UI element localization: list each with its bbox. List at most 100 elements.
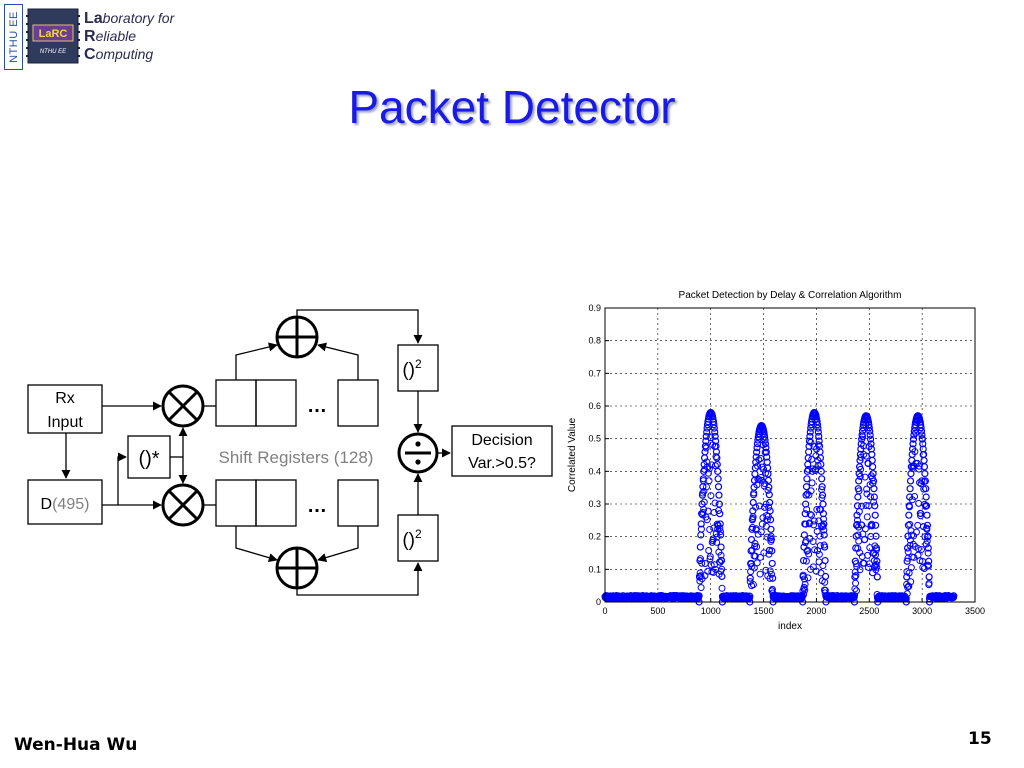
- logo-badge-text: LaRC: [39, 28, 68, 40]
- peak-point: [909, 435, 918, 443]
- decision-label-1: Decision: [471, 432, 532, 449]
- peak-point: [761, 440, 770, 448]
- data-point: [924, 561, 932, 569]
- data-point: [713, 538, 721, 546]
- peak-point: [903, 573, 911, 581]
- peak-point: [858, 431, 866, 439]
- data-point: [815, 550, 823, 558]
- peak-point: [764, 476, 773, 484]
- peak-point: [806, 428, 814, 436]
- y-tick-label: 0.9: [588, 303, 601, 313]
- peak-point: [698, 491, 707, 499]
- data-point: [768, 570, 775, 578]
- peak-point: [923, 511, 931, 519]
- peak-point: [921, 470, 929, 478]
- data-point: [861, 473, 869, 481]
- decision-label-2: Var.>0.5?: [468, 455, 536, 472]
- data-point: [697, 572, 705, 580]
- peak-point: [853, 511, 861, 519]
- peak-point: [800, 543, 808, 551]
- data-point: [751, 552, 759, 560]
- data-point: [764, 486, 772, 494]
- peak-point: [866, 431, 874, 439]
- chart-y-axis-label: Correlated Value: [567, 417, 578, 492]
- peak-point: [752, 448, 761, 456]
- nthu-ee-side-tag: NTHU EE: [4, 4, 23, 70]
- peak-point: [701, 442, 710, 450]
- peak-point: [715, 491, 723, 499]
- peak-point: [909, 445, 917, 453]
- data-point: [807, 511, 815, 519]
- data-point: [753, 543, 761, 551]
- square-label-top: ()2: [402, 357, 422, 381]
- data-point: [812, 567, 820, 575]
- data-point: [811, 546, 819, 554]
- peak-point: [918, 431, 926, 439]
- data-point: [853, 516, 861, 524]
- data-point: [911, 492, 919, 500]
- data-point: [912, 528, 920, 536]
- peak-point: [854, 493, 862, 501]
- peak-point: [699, 483, 707, 491]
- peak-point: [819, 500, 827, 508]
- peak-point: [761, 436, 769, 444]
- data-point: [751, 540, 759, 548]
- chart-plot-frame: [604, 307, 976, 603]
- data-point: [800, 583, 808, 591]
- peak-point: [753, 444, 761, 452]
- data-point: [700, 498, 708, 506]
- multiplier-bottom: [161, 483, 205, 527]
- peak-point: [814, 424, 822, 432]
- data-point: [718, 584, 726, 592]
- data-point: [768, 585, 776, 593]
- larc-logo: LaRC NTHU EE Laboratory for Reliable Com…: [26, 8, 176, 64]
- peak-point: [867, 440, 875, 448]
- peak-point: [751, 470, 759, 478]
- peak-point: [799, 572, 807, 581]
- peak-point: [711, 428, 719, 436]
- data-point: [903, 590, 911, 598]
- logo-line-1: Laboratory for: [84, 10, 176, 27]
- data-point: [712, 530, 720, 538]
- peak-point: [870, 485, 878, 493]
- peak-point: [925, 557, 933, 565]
- data-point: [909, 540, 917, 548]
- peak-point: [872, 532, 880, 540]
- logo-line-2: Reliable: [84, 28, 136, 45]
- data-point: [806, 519, 814, 527]
- peak-point: [702, 437, 710, 445]
- peak-point: [713, 460, 721, 469]
- peak-point: [858, 435, 866, 443]
- data-point: [753, 559, 761, 567]
- y-tick-label: 0.7: [588, 368, 601, 378]
- data-point: [805, 550, 813, 558]
- peak-point: [765, 483, 773, 491]
- data-point: [872, 561, 880, 569]
- peak-point: [917, 424, 925, 432]
- peak-point: [922, 485, 930, 493]
- data-point: [756, 570, 764, 578]
- peak-point: [855, 470, 863, 478]
- peak-point: [910, 431, 918, 439]
- peak-point: [697, 531, 705, 539]
- peak-point: [818, 483, 826, 491]
- peak-point: [872, 544, 881, 552]
- data-point: [713, 533, 721, 541]
- rx-input-label-2: Input: [47, 414, 83, 431]
- peak-point: [699, 475, 707, 483]
- peak-point: [805, 442, 813, 450]
- peak-point: [752, 453, 760, 461]
- peak-point: [924, 532, 932, 540]
- data-point: [757, 473, 765, 481]
- data-point: [815, 558, 823, 566]
- peak-point: [803, 467, 811, 475]
- peak-point: [821, 556, 829, 565]
- chart-grid: [605, 308, 975, 602]
- peak-point: [716, 510, 724, 518]
- peak-point: [746, 574, 754, 582]
- peak-point: [873, 557, 881, 565]
- data-point: [703, 516, 711, 524]
- peak-point: [821, 572, 830, 581]
- peak-point: [923, 521, 932, 529]
